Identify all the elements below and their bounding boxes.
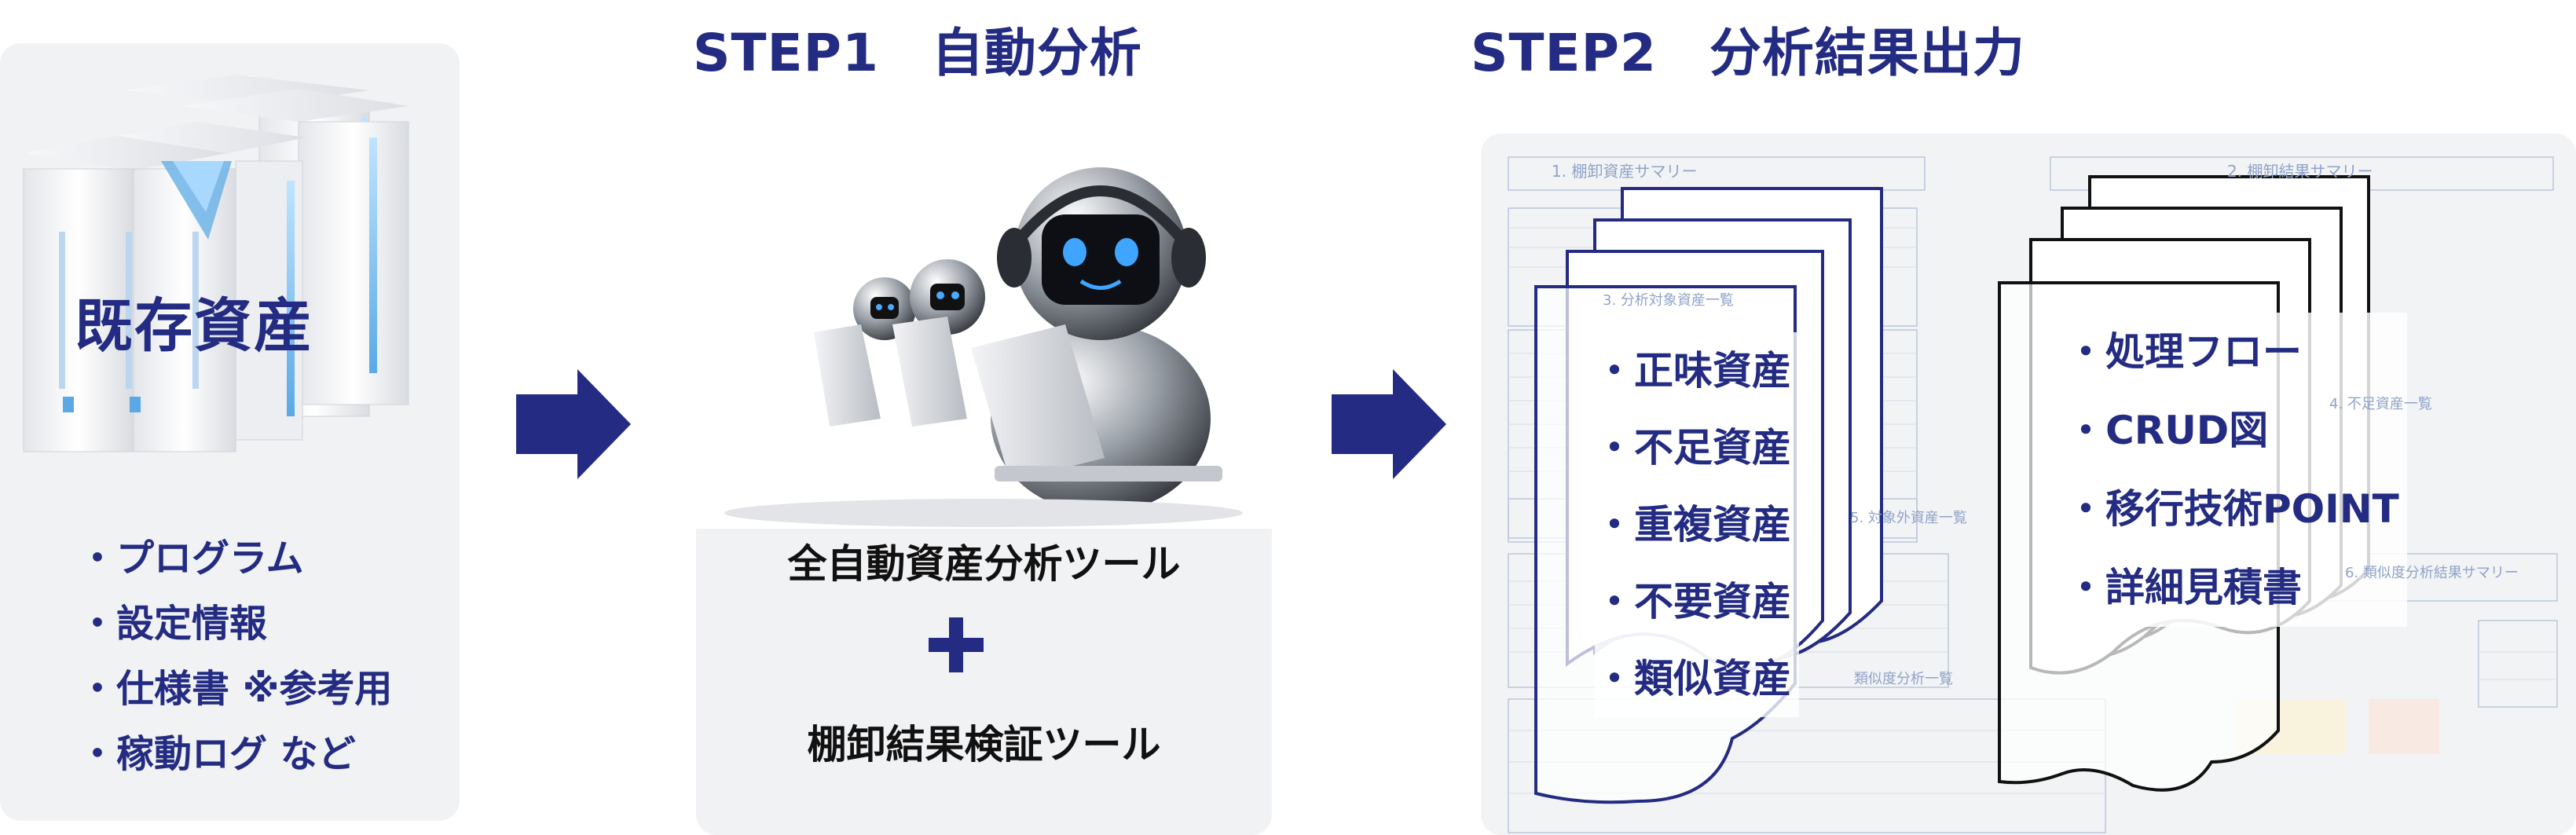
list-item: 正味資産 (1595, 332, 1799, 409)
list-item: 類似資産 (1595, 640, 1799, 717)
report-heading: 2. 棚卸結果サマリー (2227, 159, 2373, 181)
report-heading: 4. 不足資産一覧 (2329, 393, 2432, 413)
right-arrow-icon (1330, 369, 1448, 479)
step2-title: STEP2 分析結果出力 (1471, 11, 2025, 86)
right-arrow-icon (515, 369, 632, 479)
list-item: 処理フロー (2066, 313, 2407, 391)
full-auto-analysis-tool-label: 全自動資産分析ツール (696, 533, 1272, 589)
list-item: 設定情報 (79, 591, 392, 657)
list-item: 仕様書 ※参考用 (79, 657, 392, 722)
list-item: 不要資産 (1595, 563, 1799, 640)
existing-assets-title: 既存資産 (75, 279, 313, 363)
list-item: プログラム (79, 526, 392, 591)
auto-analysis-panel: 全自動資産分析ツール 棚卸結果検証ツール (696, 89, 1272, 835)
analysis-output-panel: 正味資産 不足資産 重複資産 不要資産 類似資産 処理フロー CRUD図 移行技… (1481, 134, 2576, 835)
existing-assets-panel: 既存資産 プログラム 設定情報 仕様書 ※参考用 稼動ログ など (0, 43, 460, 821)
list-item: 稼動ログ など (79, 722, 392, 787)
robot-laptop-icon (696, 89, 1272, 529)
existing-assets-list: プログラム 設定情報 仕様書 ※参考用 稼動ログ など (79, 526, 392, 787)
list-item: 不足資産 (1595, 409, 1799, 486)
report-heading: 類似度分析一覧 (1854, 668, 1953, 688)
report-heading: 1. 棚卸資産サマリー (1552, 159, 1697, 181)
list-item: 移行技術POINT (2066, 470, 2407, 548)
server-rack-icon (0, 43, 460, 467)
list-item: 重複資産 (1595, 486, 1799, 563)
report-heading: 5. 対象外資産一覧 (1850, 507, 1967, 527)
plus-icon (929, 617, 984, 672)
step1-title: STEP1 自動分析 (693, 11, 1142, 86)
inventory-verification-tool-label: 棚卸結果検証ツール (696, 713, 1272, 770)
report-heading: 6. 類似度分析結果サマリー (2345, 562, 2519, 582)
left-document-list: 正味資産 不足資産 重複資産 不要資産 類似資産 (1595, 332, 1799, 717)
report-heading: 3. 分析対象資産一覧 (1603, 289, 1734, 309)
list-item: 詳細見積書 (2066, 548, 2407, 627)
